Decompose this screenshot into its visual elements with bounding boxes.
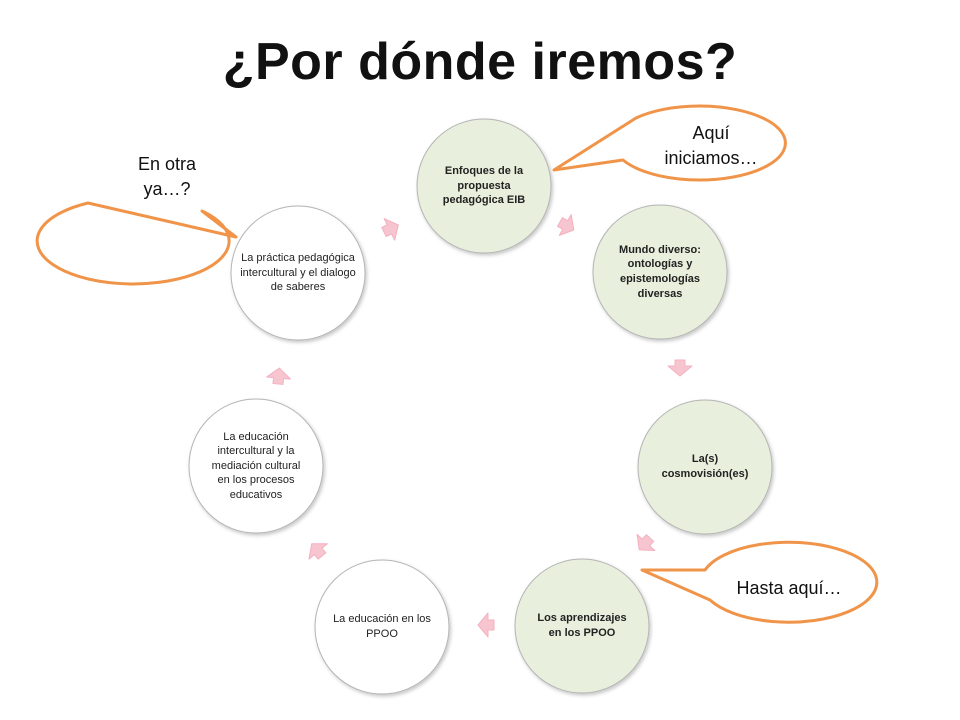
cycle-arrow (557, 214, 575, 236)
cycle-arrow (636, 533, 656, 551)
node-circle-educacion-intercultural (188, 398, 324, 534)
cycle-arrow (266, 367, 291, 385)
callout-bubble-hasta-aqui (640, 540, 879, 624)
cycle-arrow (381, 218, 399, 241)
node-label-mundo-diverso: Mundo diverso: ontologías y epistemologí… (619, 243, 701, 300)
callout-bubble-en-otra-ya (35, 201, 238, 286)
node-label-practica-pedagogica: La práctica pedagógica intercultural y e… (240, 252, 356, 294)
cycle-arrows (266, 214, 693, 638)
callout-text-hasta-aqui: Hasta aquí… (736, 578, 842, 599)
callout-text-en-otra-ya: En otra ya…? (137, 153, 197, 199)
node-label-enfoques: Enfoques de la propuesta pedagógica EIB (442, 165, 526, 207)
slide-title: ¿Por dónde iremos? (222, 33, 738, 91)
node-circle-aprendizajes (514, 558, 650, 694)
callout-bubble-aqui-iniciamos (552, 104, 787, 182)
node-circle-educacion-ppoo (314, 559, 450, 695)
callouts (35, 104, 879, 624)
node-circle-practica-pedagogica (230, 205, 366, 341)
node-label-educacion-ppoo: La educación en los PPOO (333, 613, 431, 640)
node-circle-enfoques (416, 118, 552, 254)
cycle-arrow (308, 543, 328, 560)
node-label-aprendizajes: Los aprendizajes en los PPOO (537, 612, 627, 639)
cycle-nodes (188, 118, 773, 695)
node-circle-mundo-diverso (592, 204, 728, 340)
node-label-cosmovision: La(s) cosmovisión(es) (661, 453, 749, 480)
node-circle-cosmovision (637, 399, 773, 535)
node-label-educacion-intercultural: La educación intercultural y la mediació… (211, 430, 301, 501)
callout-text-aqui-iniciamos: Aquí iniciamos… (664, 122, 758, 168)
cycle-arrow (477, 612, 495, 638)
cycle-arrow (667, 359, 693, 377)
